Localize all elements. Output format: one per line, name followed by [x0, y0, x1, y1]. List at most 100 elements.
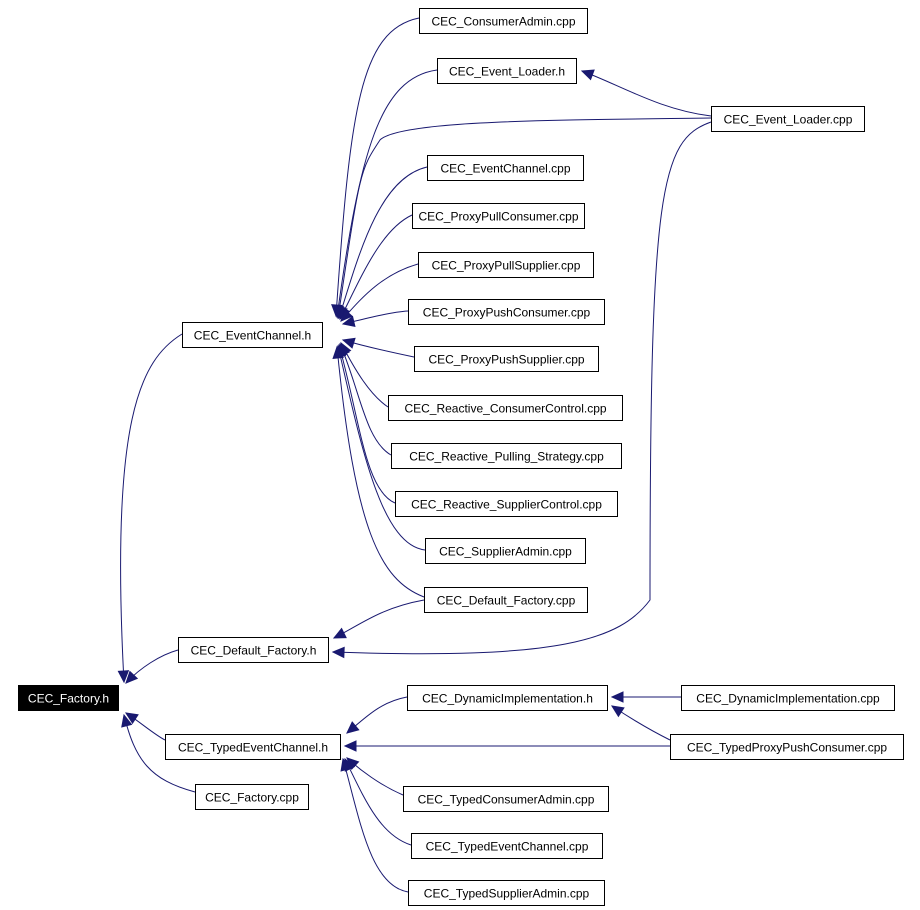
edge-pps-ech	[340, 263, 419, 322]
edge-phs-ech	[341, 337, 415, 358]
node-label: CEC_ProxyPushSupplier.cpp	[428, 353, 584, 367]
edge-dicpp-dih	[610, 691, 682, 703]
arrowhead-icon	[343, 740, 357, 752]
arrowhead-icon	[341, 337, 356, 349]
edge-elh-ech	[332, 69, 438, 319]
arrowhead-icon	[346, 721, 360, 734]
edge-tec-tech	[344, 757, 412, 846]
node-label: CEC_ProxyPullSupplier.cpp	[432, 259, 581, 273]
node-label: CEC_ProxyPushConsumer.cpp	[423, 306, 591, 320]
node-label: CEC_Event_Loader.h	[449, 65, 565, 79]
node-tec[interactable]: CEC_TypedEventChannel.cpp	[411, 833, 603, 859]
node-label: CEC_DynamicImplementation.cpp	[696, 692, 880, 706]
arrowhead-icon	[332, 627, 347, 639]
node-label: CEC_Default_Factory.h	[191, 644, 317, 658]
node-box	[18, 685, 119, 711]
arrowhead-icon	[340, 757, 352, 772]
edge-dih-tech	[346, 696, 408, 734]
node-dicpp[interactable]: CEC_DynamicImplementation.cpp	[681, 685, 895, 711]
node-box	[388, 395, 623, 421]
node-label: CEC_SupplierAdmin.cpp	[439, 545, 572, 559]
edge-elcpp-elh	[580, 69, 712, 117]
node-rsc[interactable]: CEC_Reactive_SupplierControl.cpp	[395, 491, 618, 517]
node-label: CEC_EventChannel.cpp	[440, 162, 570, 176]
edge-line	[333, 599, 425, 639]
arrowhead-icon	[610, 691, 624, 703]
node-rps[interactable]: CEC_Reactive_Pulling_Strategy.cpp	[391, 443, 622, 469]
node-rcc[interactable]: CEC_Reactive_ConsumerControl.cpp	[388, 395, 623, 421]
arrowhead-icon	[124, 712, 139, 725]
node-box	[178, 637, 329, 663]
node-box	[408, 299, 605, 325]
edge-line	[338, 344, 396, 504]
node-label: CEC_Factory.cpp	[205, 791, 299, 805]
node-label: CEC_TypedEventChannel.h	[178, 741, 328, 755]
node-dih[interactable]: CEC_DynamicImplementation.h	[407, 685, 608, 711]
node-box	[419, 8, 588, 34]
node-sadm[interactable]: CEC_SupplierAdmin.cpp	[425, 538, 586, 564]
node-box	[165, 734, 341, 760]
edge-line	[336, 346, 425, 598]
node-label: CEC_Factory.h	[28, 692, 109, 706]
node-dfh[interactable]: CEC_Default_Factory.h	[178, 637, 329, 663]
edge-elcpp-dfh	[331, 121, 712, 659]
node-label: CEC_TypedSupplierAdmin.cpp	[424, 887, 590, 901]
node-box	[681, 685, 895, 711]
node-eccpp[interactable]: CEC_EventChannel.cpp	[427, 155, 584, 181]
node-box	[418, 252, 594, 278]
edge-line	[332, 121, 712, 655]
arrowhead-icon	[121, 713, 133, 728]
edge-phc-ech	[341, 310, 409, 327]
node-root[interactable]: CEC_Factory.h	[18, 685, 119, 711]
arrowhead-icon	[341, 315, 356, 327]
arrowhead-icon	[610, 705, 625, 718]
arrowhead-icon	[117, 670, 130, 684]
node-phs[interactable]: CEC_ProxyPushSupplier.cpp	[414, 346, 599, 372]
node-tpp[interactable]: CEC_TypedProxyPushConsumer.cpp	[670, 734, 904, 760]
edge-tpp-dih	[610, 705, 671, 741]
node-phc[interactable]: CEC_ProxyPushConsumer.cpp	[408, 299, 605, 325]
edge-tpp-tech	[343, 740, 670, 752]
node-label: CEC_Reactive_SupplierControl.cpp	[411, 498, 602, 512]
node-ech[interactable]: CEC_EventChannel.h	[182, 322, 323, 348]
node-box	[195, 784, 309, 810]
node-box	[427, 155, 584, 181]
node-label: CEC_Reactive_Pulling_Strategy.cpp	[409, 450, 604, 464]
node-label: CEC_ProxyPullConsumer.cpp	[418, 210, 578, 224]
node-pps[interactable]: CEC_ProxyPullSupplier.cpp	[418, 252, 594, 278]
node-elh[interactable]: CEC_Event_Loader.h	[437, 58, 577, 84]
node-ppc[interactable]: CEC_ProxyPullConsumer.cpp	[412, 203, 585, 229]
node-label: CEC_TypedConsumerAdmin.cpp	[418, 793, 595, 807]
node-label: CEC_Reactive_ConsumerControl.cpp	[404, 402, 606, 416]
node-box	[414, 346, 599, 372]
node-label: CEC_EventChannel.h	[194, 329, 311, 343]
node-cadm[interactable]: CEC_ConsumerAdmin.cpp	[419, 8, 588, 34]
node-label: CEC_TypedEventChannel.cpp	[426, 840, 589, 854]
edge-line	[120, 333, 183, 683]
node-dfcpp[interactable]: CEC_Default_Factory.cpp	[424, 587, 588, 613]
edge-rps-ech	[339, 342, 392, 456]
node-box	[403, 786, 609, 812]
node-box	[425, 538, 586, 564]
node-elcpp[interactable]: CEC_Event_Loader.cpp	[711, 106, 865, 132]
node-label: CEC_Event_Loader.cpp	[724, 113, 853, 127]
edge-dfcpp-ech	[332, 345, 425, 598]
arrowhead-icon	[580, 69, 595, 81]
node-layer: CEC_Factory.h CEC_EventChannel.hCEC_Defau…	[18, 8, 904, 906]
arrowhead-icon	[125, 670, 139, 684]
node-box	[424, 587, 588, 613]
arrowhead-icon	[332, 345, 344, 359]
edge-line	[339, 343, 392, 456]
node-fcpp[interactable]: CEC_Factory.cpp	[195, 784, 309, 810]
edge-line	[335, 17, 420, 317]
edge-line	[342, 758, 409, 893]
node-box	[408, 880, 605, 906]
node-box	[711, 106, 865, 132]
node-label: CEC_DynamicImplementation.h	[422, 692, 593, 706]
arrowhead-icon	[340, 308, 354, 322]
node-tca[interactable]: CEC_TypedConsumerAdmin.cpp	[403, 786, 609, 812]
node-tsa[interactable]: CEC_TypedSupplierAdmin.cpp	[408, 880, 605, 906]
node-tech[interactable]: CEC_TypedEventChannel.h	[165, 734, 341, 760]
edge-tca-tech	[346, 757, 404, 796]
node-box	[395, 491, 618, 517]
